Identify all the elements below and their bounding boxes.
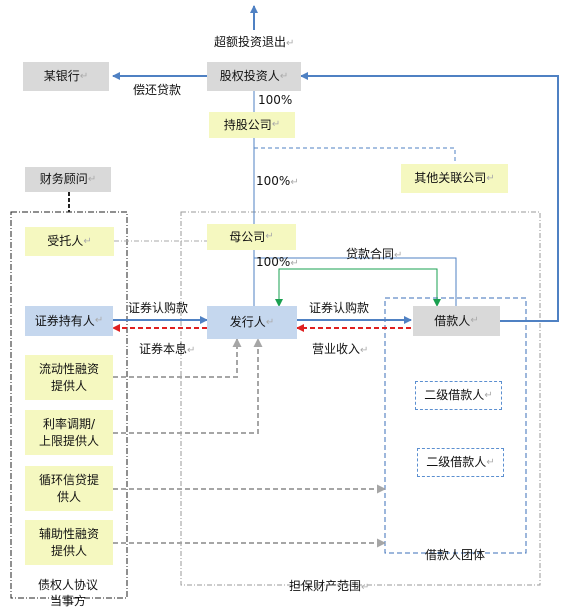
securities-holder-node: 证券持有人↵ [25, 306, 113, 336]
repay-loan-label: 偿还贷款 [133, 83, 182, 97]
liquidity-provider-node: 流动性融资 提供人 [25, 355, 113, 400]
auxiliary-finance-provider-node: 辅助性融资 提供人 [25, 520, 113, 565]
sub-borrower-2-node: 二级借款人↵ [417, 448, 504, 477]
liquidity-provider-label: 流动性融资 提供人 [38, 362, 99, 393]
trustee-node: 受托人↵ [25, 227, 114, 256]
holding-company-node: 持股公司↵ [209, 112, 295, 138]
holding-company-label: 持股公司 [223, 117, 272, 132]
other-affiliates-node: 其他关联公司↵ [401, 164, 508, 193]
issuer-label: 发行人 [229, 315, 266, 330]
issuer-borrower-bracket [254, 257, 457, 306]
revolving-credit-provider-label: 循环信贷提 供人 [38, 473, 99, 504]
principal-interest-label: 证券本息↵ [139, 342, 196, 356]
bank-node: 某银行↵ [23, 62, 109, 91]
equity-investor-label: 股权投资人 [219, 69, 280, 84]
rate-cap-provider-node: 利率调期/ 上限提供人 [25, 410, 113, 455]
sub-borrower-1-node: 二级借款人↵ [415, 381, 502, 410]
borrower-group-label: 借款人团体 [425, 548, 486, 562]
pct-holding-label: 100% [258, 93, 293, 107]
trustee-label: 受托人 [47, 234, 84, 249]
borrower-group-frame [384, 297, 527, 554]
revolving-credit-provider-node: 循环信贷提 供人 [25, 466, 113, 511]
creditor-group-label: 债权人协议 当事方 [38, 578, 99, 609]
borrower-to-investor-arrow [300, 72, 559, 322]
pct-parent-label: 100%↵ [256, 174, 299, 188]
financial-advisor-node: 财务顾问↵ [25, 167, 111, 192]
parent-company-label: 母公司 [229, 229, 266, 244]
pct-issuer-label: 100%↵ [256, 255, 299, 269]
financial-advisor-label: 财务顾问 [39, 172, 88, 187]
issuer-node: 发行人↵ [207, 306, 297, 339]
subscription-left-label: 证券认购款 [128, 301, 189, 315]
rate-cap-flow [105, 338, 263, 438]
equity-investor-node: 股权投资人↵ [207, 62, 301, 91]
rate-cap-provider-label: 利率调期/ 上限提供人 [38, 417, 99, 448]
subscription-right-label: 证券认购款 [309, 301, 370, 315]
loan-contract-arrow-left [275, 268, 356, 307]
sub-borrower-2-label: 二级借款人 [426, 455, 487, 470]
auxiliary-finance-provider-label: 辅助性融资 提供人 [38, 527, 99, 558]
exit-label: 超额投资退出↵ [214, 35, 295, 49]
loan-contract-label: 贷款合同↵ [346, 247, 403, 261]
collateral-scope-label: 担保财产范围↵ [289, 579, 370, 593]
bank-label: 某银行 [43, 69, 80, 84]
borrower-node: 借款人↵ [413, 306, 500, 336]
affiliates-link [254, 147, 456, 164]
other-affiliates-label: 其他关联公司 [414, 171, 487, 186]
sub-borrower-1-label: 二级借款人 [424, 388, 485, 403]
operating-income-label: 营业收入↵ [312, 342, 369, 356]
securities-holder-label: 证券持有人 [34, 313, 95, 328]
borrower-label: 借款人 [434, 313, 471, 328]
parent-company-node: 母公司↵ [207, 224, 296, 250]
loan-contract-arrow-right [356, 268, 441, 307]
